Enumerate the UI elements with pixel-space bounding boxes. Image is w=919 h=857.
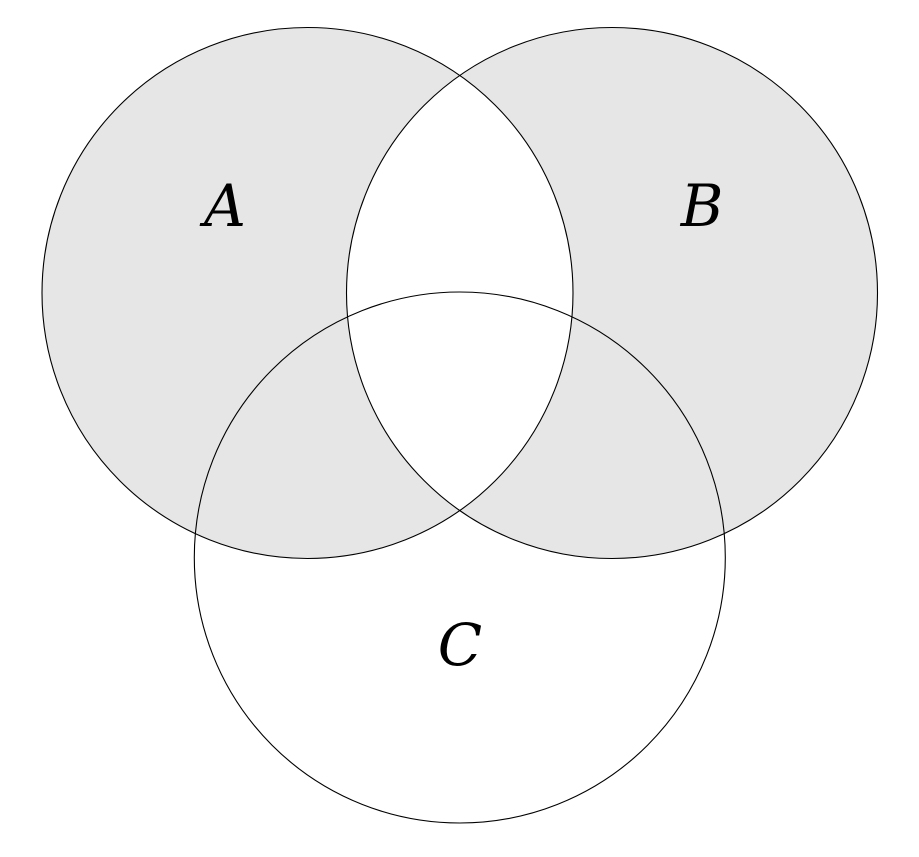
a-intersect-b-white-region <box>346 27 573 559</box>
set-label-c: C <box>438 611 482 679</box>
set-c-outline <box>193 291 726 824</box>
set-a-outline <box>41 26 574 560</box>
set-label-a: A <box>199 172 246 240</box>
set-b-outline <box>345 26 879 560</box>
set-label-b: B <box>680 172 724 240</box>
